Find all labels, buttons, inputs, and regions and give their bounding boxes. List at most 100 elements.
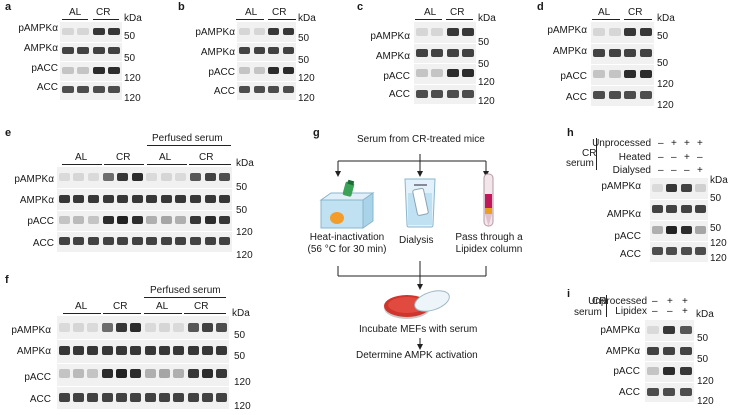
sign: – xyxy=(671,152,677,163)
mw-marker: 50 xyxy=(710,193,722,204)
blot-band xyxy=(695,184,706,192)
mw-marker: 50 xyxy=(710,223,722,234)
blot-band xyxy=(59,323,70,332)
blot-band xyxy=(145,346,156,355)
perfused-serum-label: Perfused serum xyxy=(152,133,223,144)
petri-dish-icon xyxy=(384,290,450,319)
row-label: AMPKα xyxy=(605,346,640,357)
western-blot xyxy=(57,316,229,409)
row-label: pACC xyxy=(24,372,51,383)
blot-band xyxy=(88,173,99,181)
condition-label: Dialysed xyxy=(612,165,651,176)
schematic-title: Serum from CR-treated mice xyxy=(357,134,485,145)
row-label: AMPKα xyxy=(200,47,235,58)
group-label-al: AL xyxy=(424,7,437,18)
kda-label: kDa xyxy=(710,175,728,186)
blot-band xyxy=(88,195,99,203)
panel-letter: e xyxy=(5,127,12,139)
sign: + xyxy=(682,296,688,307)
blot-band xyxy=(175,237,186,245)
group-label-al: AL xyxy=(75,301,88,312)
condition-label: Heated xyxy=(618,152,651,163)
sign: – xyxy=(671,165,677,176)
sign: – xyxy=(684,165,690,176)
blot-band xyxy=(188,323,199,332)
blot-band xyxy=(59,173,70,181)
blot-row-divider xyxy=(645,361,694,362)
group-underline xyxy=(268,19,296,20)
blot-band xyxy=(102,393,113,402)
condition-label: Unprocessed xyxy=(588,296,647,307)
row-label: AMPKα xyxy=(375,51,410,62)
panel-letter: i xyxy=(567,288,571,300)
blot-row-divider xyxy=(237,81,296,82)
group-underline xyxy=(189,164,231,165)
blot-band xyxy=(146,173,157,181)
blot-band xyxy=(159,369,170,378)
row-label: ACC xyxy=(29,394,51,405)
row-label: pAMPKα xyxy=(370,31,410,42)
row-label: ACC xyxy=(213,86,235,97)
blot-row-divider xyxy=(645,382,694,383)
blot-band xyxy=(205,216,216,224)
blot-band xyxy=(663,367,675,375)
mw-marker: 120 xyxy=(710,238,727,249)
group-label-al: AL xyxy=(159,152,172,163)
mw-marker: 50 xyxy=(234,351,246,362)
row-label: pACC xyxy=(27,216,54,227)
blot-band xyxy=(624,28,636,36)
blot-band xyxy=(695,247,706,255)
blot-band xyxy=(77,86,89,93)
cr-serum-label: serum xyxy=(574,307,602,318)
sign: – xyxy=(697,152,703,163)
blot-band xyxy=(88,237,99,245)
blot-band xyxy=(93,86,105,93)
blot-band xyxy=(87,369,98,378)
blot-band xyxy=(647,367,659,375)
water-bath-icon xyxy=(319,179,375,229)
row-label: ACC xyxy=(388,89,410,100)
group-label-al: AL xyxy=(598,7,611,18)
blot-row-divider xyxy=(57,363,229,364)
blot-band xyxy=(666,247,677,255)
blot-band xyxy=(93,47,105,54)
blot-band xyxy=(59,393,70,402)
mw-marker: 50 xyxy=(697,333,709,344)
blot-band xyxy=(132,216,143,224)
blot-band xyxy=(593,28,605,36)
blot-band xyxy=(283,28,294,35)
sign: – xyxy=(658,165,664,176)
blot-band xyxy=(680,388,692,396)
blot-band xyxy=(73,237,84,245)
blot-band xyxy=(205,173,216,181)
blot-band xyxy=(202,393,213,402)
blot-band xyxy=(680,326,692,334)
mw-marker: 120 xyxy=(710,253,727,264)
row-label: ACC xyxy=(32,238,54,249)
blot-band xyxy=(624,70,636,78)
blot-band xyxy=(73,369,84,378)
mw-marker: 120 xyxy=(697,376,714,387)
blot-band xyxy=(431,28,443,36)
blot-band xyxy=(663,388,675,396)
blot-band xyxy=(609,49,621,57)
blot-band xyxy=(188,346,199,355)
blot-band xyxy=(652,226,663,234)
blot-band xyxy=(216,369,227,378)
blot-band xyxy=(73,195,84,203)
blot-band xyxy=(647,388,659,396)
group-underline xyxy=(103,313,141,314)
step-label: Dialysis xyxy=(399,235,434,246)
blot-band xyxy=(59,195,70,203)
blot-row-divider xyxy=(414,84,476,85)
group-underline xyxy=(624,19,652,20)
mw-marker: 50 xyxy=(298,33,310,44)
sign: + xyxy=(684,152,690,163)
group-label-cr: CR xyxy=(272,7,287,18)
panel-letter: b xyxy=(178,1,185,13)
blot-band xyxy=(62,28,74,35)
sign: + xyxy=(682,306,688,317)
group-underline xyxy=(236,19,264,20)
row-label: ACC xyxy=(619,249,641,260)
bracket-line xyxy=(606,295,607,317)
